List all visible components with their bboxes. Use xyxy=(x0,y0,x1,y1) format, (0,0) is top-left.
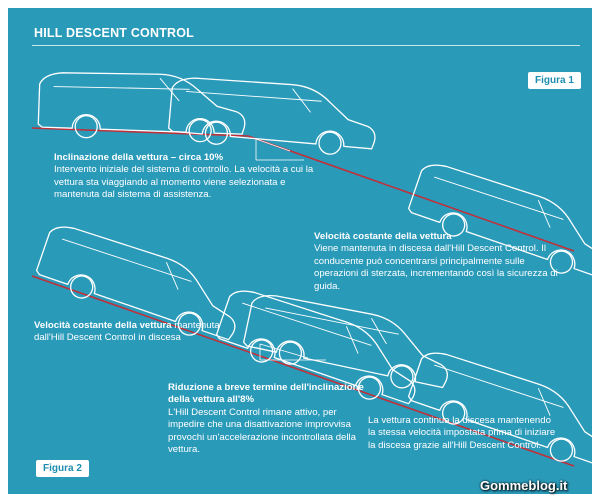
car-fig2-mid-b xyxy=(240,288,458,398)
caption-body: La vettura continua la discesa mantenend… xyxy=(368,415,556,451)
caption-constant-speed: Velocità costante della vettura Viene ma… xyxy=(314,231,564,293)
site-watermark: Gommeblog.it xyxy=(480,478,568,493)
caption-inclination: Inclinazione della vettura – circa 10% I… xyxy=(54,152,314,202)
diagram-title: HILL DESCENT CONTROL xyxy=(34,26,195,40)
title-rule xyxy=(32,45,580,46)
caption-continue: La vettura continua la discesa mantenend… xyxy=(368,415,558,452)
diagram-artwork xyxy=(31,69,592,476)
diagram-frame: HILL DESCENT CONTROL Figura 1 Fi xyxy=(8,8,592,494)
caption-body: dall'Hill Descent Control in discesa xyxy=(34,332,181,344)
caption-heading: Riduzione a breve termine dell'inclinazi… xyxy=(168,382,364,406)
angle-marker-fig2 xyxy=(259,343,326,361)
caption-heading: Inclinazione della vettura – circa 10% xyxy=(54,152,224,163)
car-fig2-bottom xyxy=(404,344,592,476)
angle-marker-fig1 xyxy=(255,138,304,161)
figure-2-badge: Figura 2 xyxy=(36,460,89,477)
caption-heading: Velocità costante della vettura xyxy=(314,231,452,242)
caption-body: Intervento iniziale del sistema di contr… xyxy=(54,164,314,201)
caption-reduction: Riduzione a breve termine dell'inclinazi… xyxy=(168,382,368,456)
caption-constant-speed-2: Velocità costante della vettura mantenut… xyxy=(34,320,224,345)
caption-heading: Velocità costante della vettura xyxy=(34,320,172,331)
figure-1-badge: Figura 1 xyxy=(528,72,581,89)
caption-body: Viene mantenuta in discesa dall'Hill Des… xyxy=(314,243,558,292)
slope-line-fig2 xyxy=(31,275,575,467)
slope-line-fig1 xyxy=(31,127,575,252)
caption-body: L'Hill Descent Control rimane attivo, pe… xyxy=(168,406,356,456)
caption-body-tail: mantenuta xyxy=(174,320,220,331)
